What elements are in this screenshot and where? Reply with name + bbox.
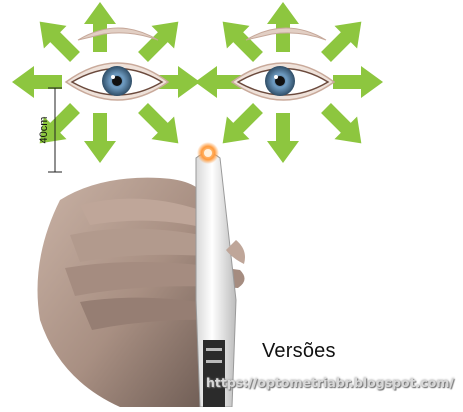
penlight (196, 153, 236, 407)
caption-title: Versões (262, 340, 336, 363)
hand-with-penlight (38, 142, 246, 407)
watermark-url: https://optometriabr.blogspot.com/ (206, 375, 454, 390)
left-eyebrow (78, 28, 158, 40)
distance-label: 40cm (38, 117, 50, 144)
right-eye-group (195, 2, 383, 163)
left-eye-highlight (111, 75, 115, 79)
right-eye-highlight (274, 75, 278, 79)
